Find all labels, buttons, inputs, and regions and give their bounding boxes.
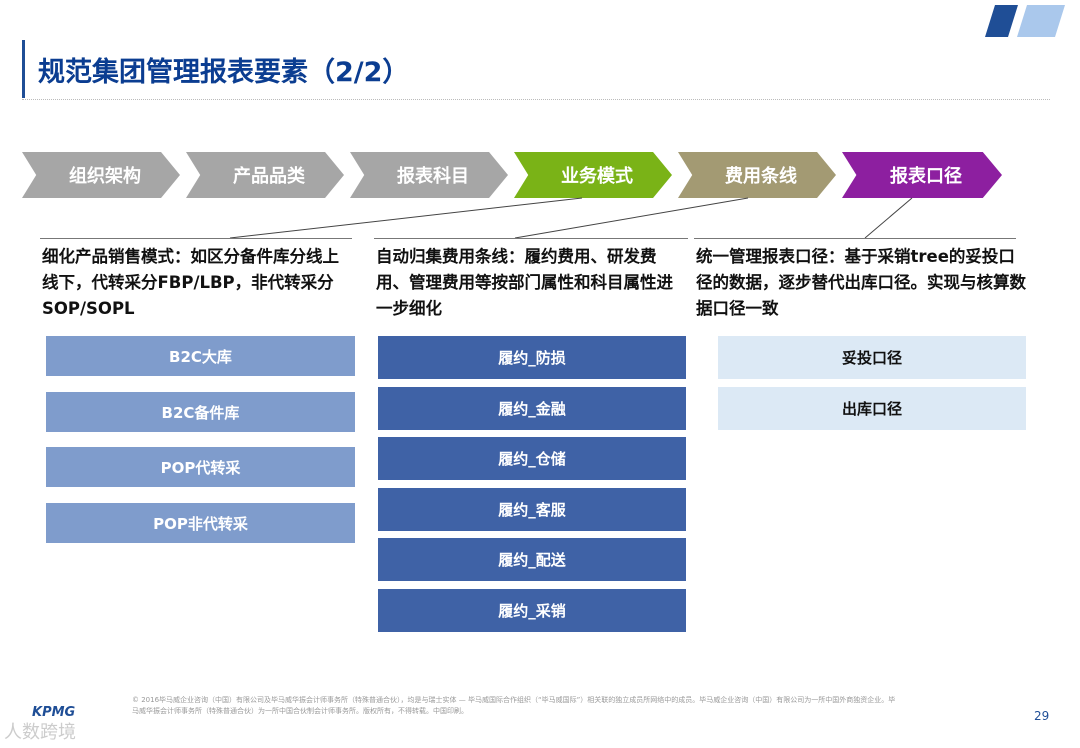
connector-lines	[229, 197, 913, 239]
section-divider	[694, 238, 1016, 239]
process-step-org: 组织架构	[22, 152, 180, 198]
report-scope-item: 妥投口径	[718, 336, 1026, 379]
process-step-product: 产品品类	[186, 152, 344, 198]
expense-line-item: 履约_金融	[378, 387, 686, 430]
copyright-notice: © 2016毕马威企业咨询（中国）有限公司及毕马威华振会计师事务所（特殊普通合伙…	[132, 696, 896, 715]
business-model-item: B2C备件库	[46, 392, 355, 432]
section-divider	[40, 238, 352, 239]
page-title: 规范集团管理报表要素（2/2）	[38, 57, 410, 88]
title-accent-bar	[22, 40, 25, 98]
expense-line-item: 履约_仓储	[378, 437, 686, 480]
expense-line-description: 自动归集费用条线：履约费用、研发费用、管理费用等按部门属性和科目属性进一步细化	[376, 247, 673, 318]
business-model-description: 细化产品销售模式：如区分备件库分线上线下，代转采分FBP/LBP，非代转采分SO…	[42, 247, 339, 318]
section-divider	[374, 238, 688, 239]
process-step-account: 报表科目	[350, 152, 508, 198]
expense-line-item: 履约_配送	[378, 538, 686, 581]
corner-logo-icon	[985, 5, 1065, 37]
page-number: 29	[1034, 709, 1050, 723]
title-divider	[22, 99, 1050, 100]
expense-line-item: 履约_采销	[378, 589, 686, 632]
watermark: 人数跨境	[4, 722, 76, 743]
kpmg-logo: KPMG	[32, 705, 76, 720]
report-scope-description: 统一管理报表口径：基于采销tree的妥投口径的数据，逐步替代出库口径。实现与核算…	[696, 247, 1026, 318]
report-scope-item: 出库口径	[718, 387, 1026, 430]
expense-line-item: 履约_防损	[378, 336, 686, 379]
business-model-item: POP代转采	[46, 447, 355, 487]
business-model-item: B2C大库	[46, 336, 355, 376]
expense-line-item: 履约_客服	[378, 488, 686, 531]
process-step-business-model: 业务模式	[514, 152, 672, 198]
business-model-item: POP非代转采	[46, 503, 355, 543]
process-step-report-scope: 报表口径	[842, 152, 1002, 198]
process-step-expense-line: 费用条线	[678, 152, 836, 198]
